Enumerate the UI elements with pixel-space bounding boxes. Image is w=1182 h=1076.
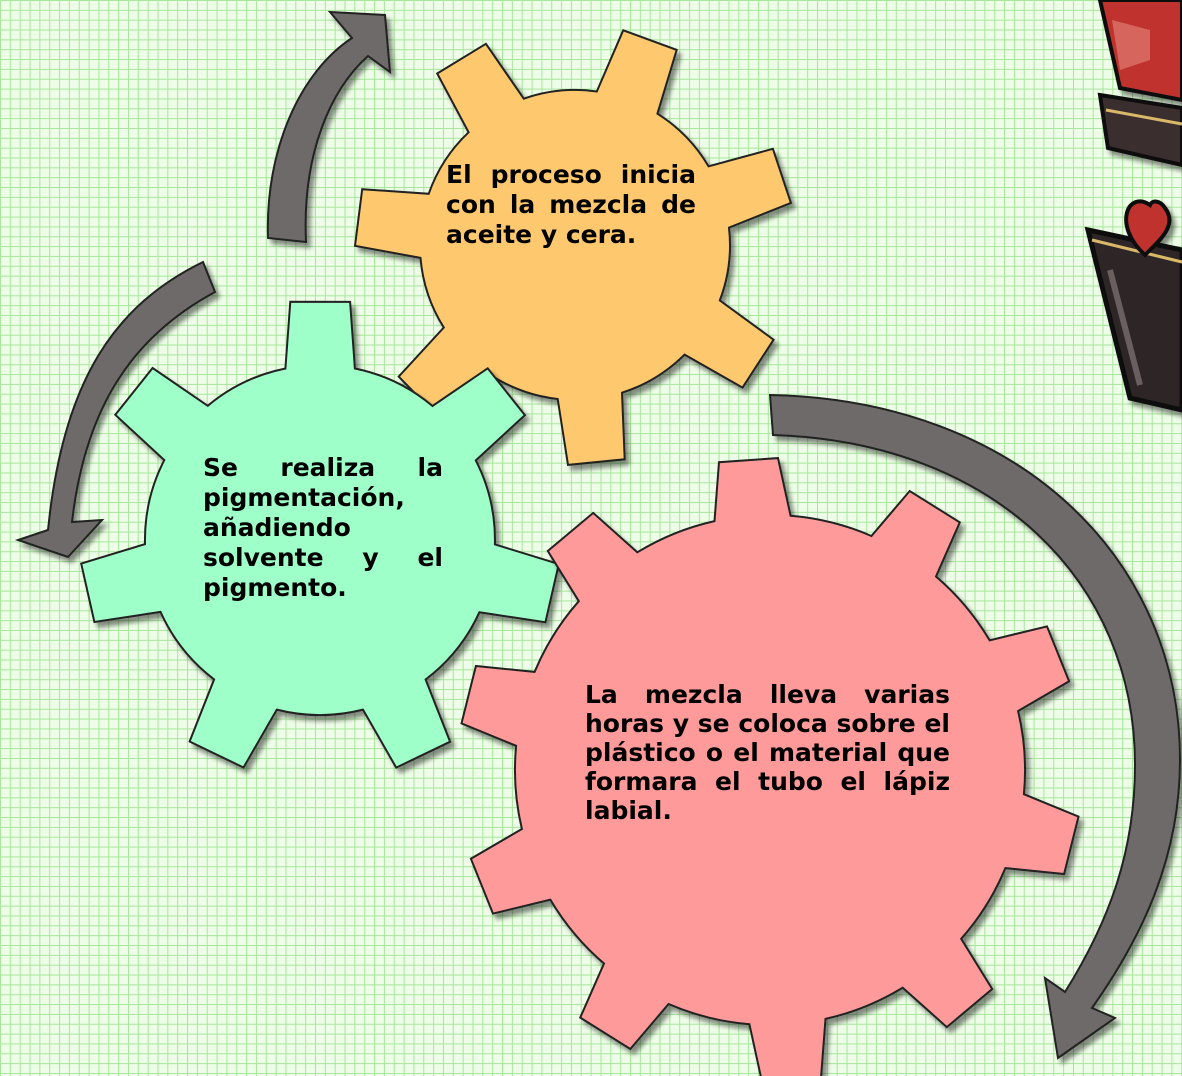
gear-bottom-text: La mezcla lleva varias horas y se coloca…: [585, 680, 950, 825]
curved-arrow-icon: [768, 393, 1182, 1060]
gear-bottom: [460, 457, 1080, 1076]
gear-left-text: Se realiza la pigmentación, añadiendo so…: [203, 453, 443, 602]
gear-top-text: El proceso inicia con la mezcla de aceit…: [446, 160, 696, 249]
gear-top: [353, 29, 793, 466]
curved-arrow-icon: [14, 260, 217, 559]
gear-left: [80, 300, 560, 769]
curved-arrow-icon: [266, 10, 392, 244]
lipstick-icon: [1084, 0, 1182, 413]
